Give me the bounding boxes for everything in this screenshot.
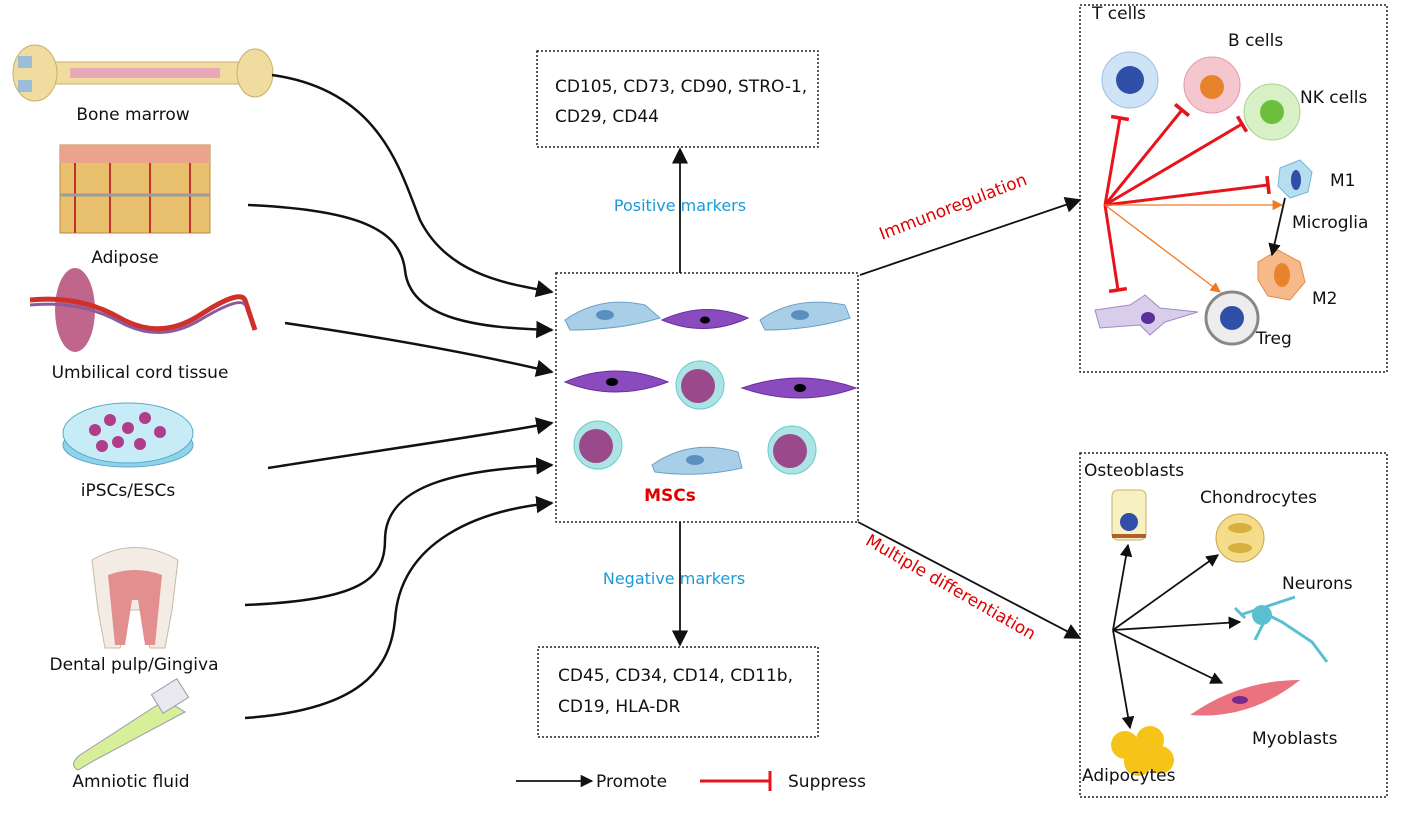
immune-cell-label: Treg	[1255, 329, 1292, 349]
source-label: Amniotic fluid	[72, 772, 189, 792]
differentiation-title: Multiple differentiation	[862, 531, 1039, 645]
msc-cells-illustration	[563, 301, 858, 475]
negative-markers-title: Negative markers	[603, 569, 745, 588]
positive-markers-line2: CD29, CD44	[555, 107, 659, 127]
immune-cell-label: NK cells	[1300, 88, 1368, 108]
immune-cell-label: M2	[1312, 289, 1337, 309]
immunoregulation-arrow	[859, 197, 1082, 276]
bone-icon	[12, 44, 274, 102]
petri-dish-icon	[62, 402, 194, 468]
differentiated-cells-illustration	[1111, 489, 1329, 776]
diff-cell-label: Chondrocytes	[1200, 488, 1317, 508]
source-label: Dental pulp/Gingiva	[49, 655, 218, 675]
tooth-icon	[91, 547, 179, 649]
legend-suppress: Suppress	[788, 772, 866, 792]
immune-cells-illustration	[1094, 51, 1313, 346]
diff-cell-label: Neurons	[1282, 574, 1353, 594]
immunoregulation-box	[1079, 4, 1388, 373]
differentiation-arrow	[857, 521, 1082, 639]
source-label: iPSCs/ESCs	[81, 481, 176, 501]
source-arrows	[244, 73, 554, 720]
immune-cell-label: M1	[1330, 171, 1355, 191]
positive-markers-title: Positive markers	[614, 196, 746, 215]
suppress-bar-icon	[700, 771, 772, 791]
positive-markers-box	[536, 50, 819, 148]
diff-cell-label: Osteoblasts	[1084, 461, 1184, 481]
negative-markers-line2: CD19, HLA-DR	[558, 697, 681, 717]
legend-promote: Promote	[596, 772, 667, 792]
source-label: Adipose	[91, 248, 158, 268]
negative-markers-line1: CD45, CD34, CD14, CD11b,	[558, 666, 793, 686]
negative-markers-box	[537, 646, 819, 738]
immune-cell-label: Microglia	[1292, 213, 1368, 233]
promote-lines	[1104, 197, 1286, 293]
umbilical-cord-icon	[29, 268, 258, 352]
suppress-lines	[1103, 102, 1271, 294]
msc-label: MSCs	[644, 486, 696, 506]
diff-cell-label: Myoblasts	[1252, 729, 1338, 749]
legend: Promote Suppress	[516, 771, 866, 792]
msc-box	[555, 272, 859, 523]
differentiation-box	[1079, 452, 1388, 798]
positive-markers-line1: CD105, CD73, CD90, STRO-1,	[555, 77, 807, 97]
source-label: Umbilical cord tissue	[52, 363, 229, 383]
tube-icon	[73, 678, 190, 771]
immune-cell-label: T cells	[1091, 4, 1146, 24]
diff-cell-label: Adipocytes	[1082, 766, 1176, 786]
differentiation-arrows	[1112, 543, 1242, 730]
immunoregulation-title: Immunoregulation	[877, 170, 1030, 245]
adipose-tissue-icon	[59, 144, 211, 234]
immune-cell-label: B cells	[1228, 31, 1283, 51]
source-label: Bone marrow	[76, 105, 189, 125]
